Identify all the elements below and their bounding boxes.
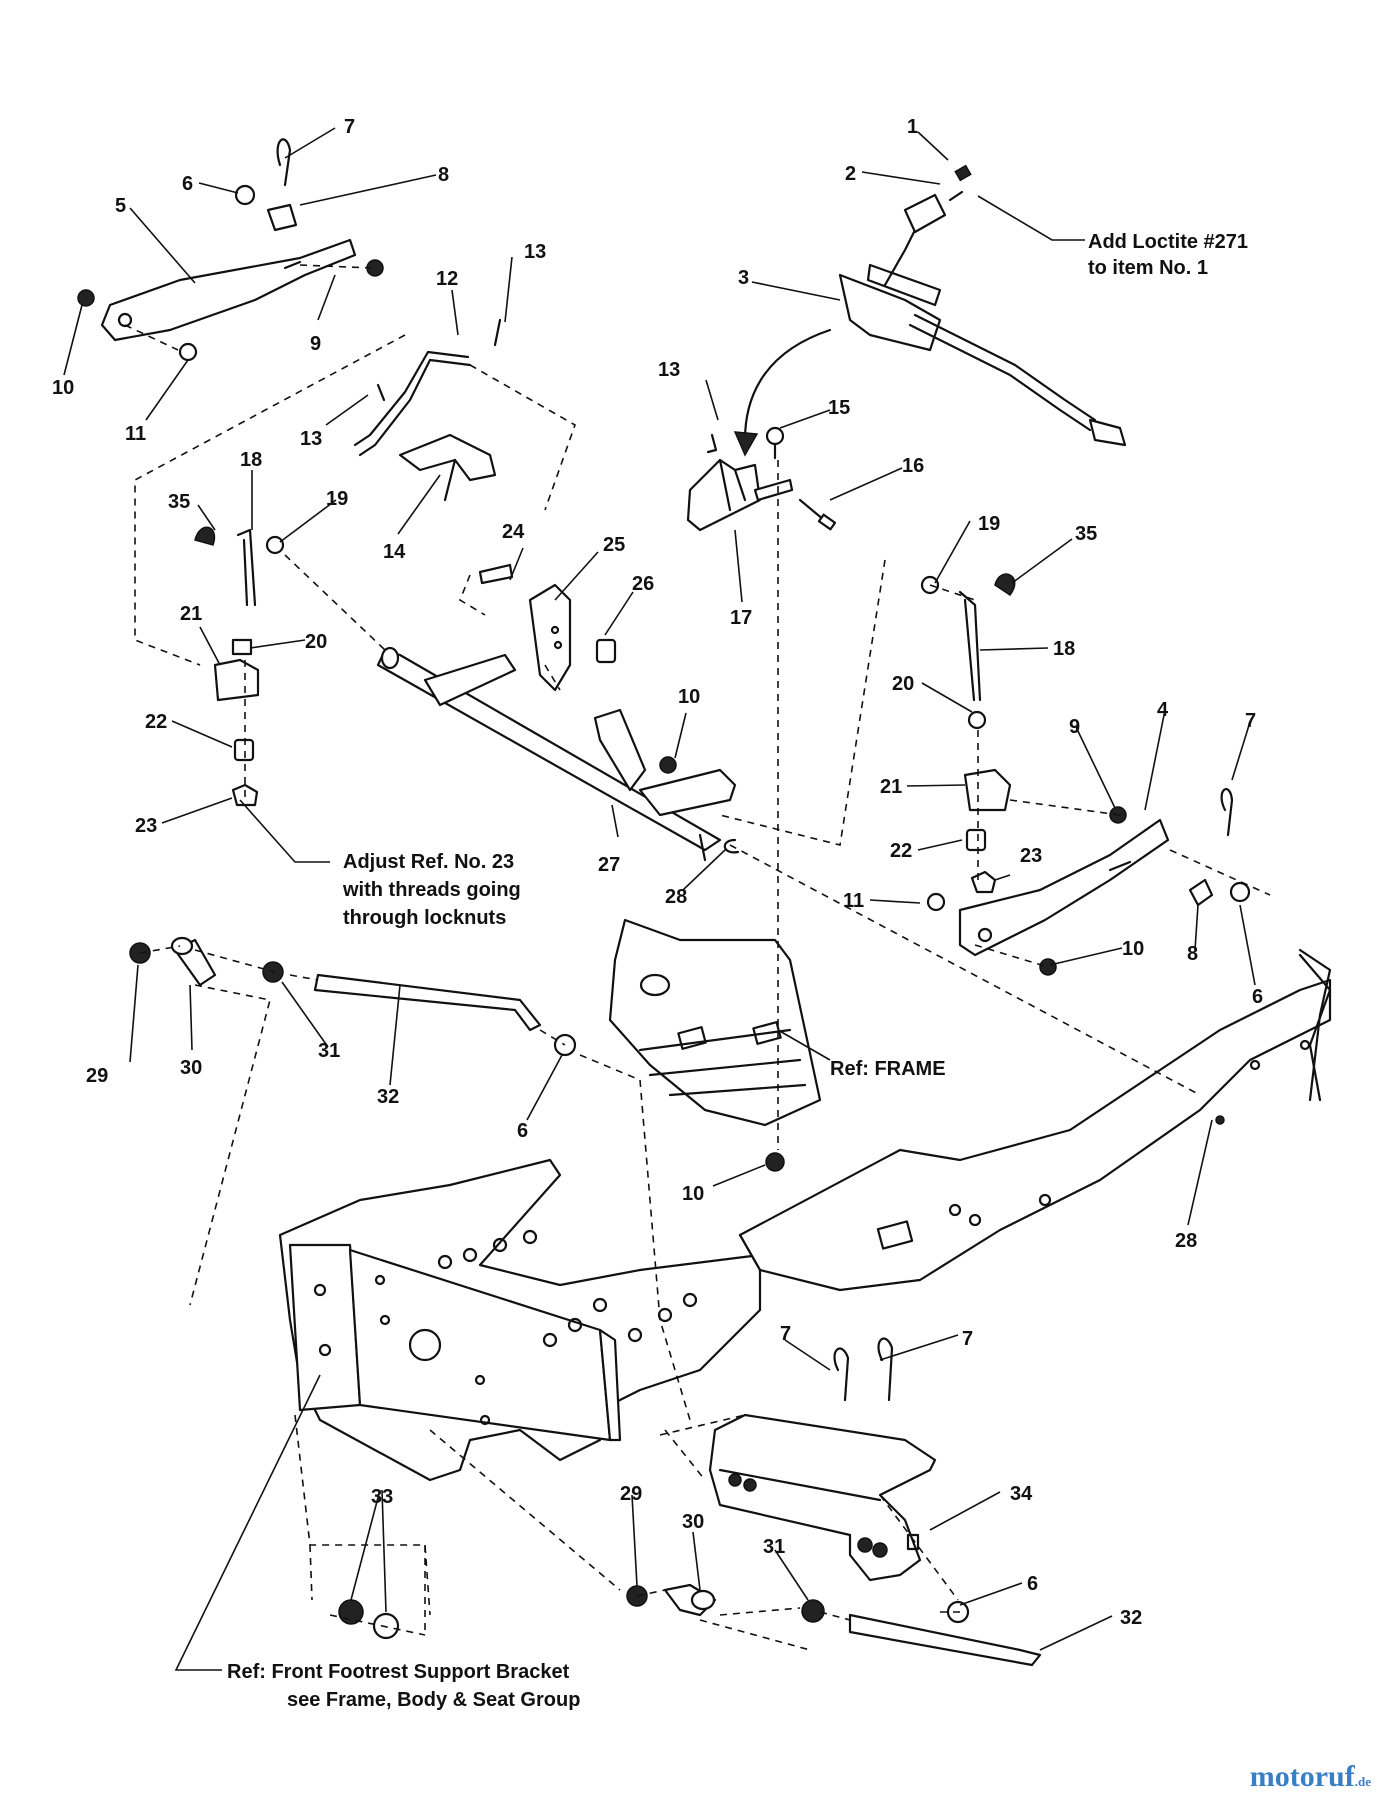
callout-6: 6: [1027, 1573, 1038, 1595]
callout-23: 23: [1020, 845, 1042, 867]
callout-35: 35: [1075, 523, 1097, 545]
callout-4: 4: [1157, 699, 1169, 721]
front-bracket-assembly: [338, 1337, 1042, 1667]
adjust-note-line2: with threads going: [342, 879, 521, 901]
callout-31: 31: [763, 1536, 785, 1558]
callout-28: 28: [665, 886, 687, 908]
lift-lever-assembly: [838, 164, 1127, 447]
callout-7: 7: [780, 1323, 791, 1345]
adjust-note-line1: Adjust Ref. No. 23: [343, 851, 514, 873]
callout-27: 27: [598, 854, 620, 876]
frame-ref-label: Ref: FRAME: [830, 1058, 946, 1080]
callout-7: 7: [1245, 710, 1256, 732]
main-frame: [278, 948, 1332, 1482]
callout-30: 30: [682, 1511, 704, 1533]
callout-13: 13: [300, 428, 322, 450]
callout-32: 32: [377, 1086, 399, 1108]
loctite-note-line1: Add Loctite #271: [1088, 231, 1248, 253]
right-adjuster-and-arm: [920, 573, 1251, 976]
callout-30: 30: [180, 1057, 202, 1079]
callout-26: 26: [632, 573, 654, 595]
callout-2: 2: [845, 163, 856, 185]
callout-13: 13: [658, 359, 680, 381]
callout-8: 8: [438, 164, 449, 186]
callout-10: 10: [52, 377, 74, 399]
callout-32: 32: [1120, 1607, 1142, 1629]
callout-6: 6: [182, 173, 193, 195]
part-callouts: 1 2 3 7 6 8 5 9 10 11 12 13 13 14 13 15 …: [52, 116, 1263, 1629]
callout-10: 10: [678, 686, 700, 708]
callout-20: 20: [892, 673, 914, 695]
left-pedal-arm: [77, 138, 384, 362]
callout-11: 11: [843, 890, 864, 912]
callout-23: 23: [135, 815, 157, 837]
callout-9: 9: [310, 333, 321, 355]
callout-22: 22: [145, 711, 167, 733]
link-rod-bracket: [353, 318, 502, 502]
callout-14: 14: [383, 541, 406, 563]
callout-21: 21: [180, 603, 202, 625]
watermark-brand: motoruf: [1249, 1760, 1355, 1793]
callout-31: 31: [318, 1040, 340, 1062]
loctite-note-line2: to item No. 1: [1088, 257, 1208, 279]
watermark-logo: motoruf.de: [1250, 1760, 1371, 1794]
footrest-ref-line2: see Frame, Body & Seat Group: [287, 1689, 580, 1711]
callout-22: 22: [890, 840, 912, 862]
assembly-arrowhead: [733, 431, 759, 457]
leader-lines: [63, 127, 1256, 1671]
callout-15: 15: [828, 397, 850, 419]
callout-18: 18: [240, 449, 262, 471]
callout-17: 17: [730, 607, 752, 629]
callout-7: 7: [344, 116, 355, 138]
left-height-adjuster: [194, 526, 285, 807]
callout-10: 10: [1122, 938, 1144, 960]
callout-6: 6: [1252, 986, 1263, 1008]
callout-20: 20: [305, 631, 327, 653]
callout-19: 19: [326, 488, 348, 510]
callout-9: 9: [1069, 716, 1080, 738]
callout-25: 25: [603, 534, 625, 556]
callout-10: 10: [682, 1183, 704, 1205]
frame-edge: [1298, 953, 1332, 1102]
callout-21: 21: [880, 776, 902, 798]
callout-34: 34: [1010, 1483, 1033, 1505]
callout-19: 19: [978, 513, 1000, 535]
cross-shaft-assembly: [376, 563, 740, 862]
watermark-suffix: .de: [1354, 1774, 1371, 1789]
pivot-bracket-group: [686, 426, 837, 532]
assembly-arrow: [743, 328, 832, 442]
callout-29: 29: [86, 1065, 108, 1087]
callout-3: 3: [738, 267, 749, 289]
callout-13: 13: [524, 241, 546, 263]
callout-28: 28: [1175, 1230, 1197, 1252]
footrest-ref-line1: Ref: Front Footrest Support Bracket: [227, 1661, 570, 1683]
assembly-dashed-lines: [124, 264, 1271, 1651]
frame-ref-inset: [608, 918, 822, 1172]
callout-5: 5: [115, 195, 126, 217]
callout-29: 29: [620, 1483, 642, 1505]
callout-35: 35: [168, 491, 190, 513]
callout-11: 11: [125, 423, 146, 445]
callout-12: 12: [436, 268, 458, 290]
callout-33: 33: [371, 1486, 393, 1508]
annotation-notes: Add Loctite #271 to item No. 1 Adjust Re…: [227, 231, 1248, 1711]
callout-8: 8: [1187, 943, 1198, 965]
callout-24: 24: [502, 521, 525, 543]
callout-18: 18: [1053, 638, 1075, 660]
callout-7: 7: [962, 1328, 973, 1350]
callout-6: 6: [517, 1120, 528, 1142]
callout-16: 16: [902, 455, 924, 477]
callout-1: 1: [907, 116, 918, 138]
adjust-note-line3: through locknuts: [343, 907, 506, 929]
left-link-rod: [129, 936, 577, 1057]
